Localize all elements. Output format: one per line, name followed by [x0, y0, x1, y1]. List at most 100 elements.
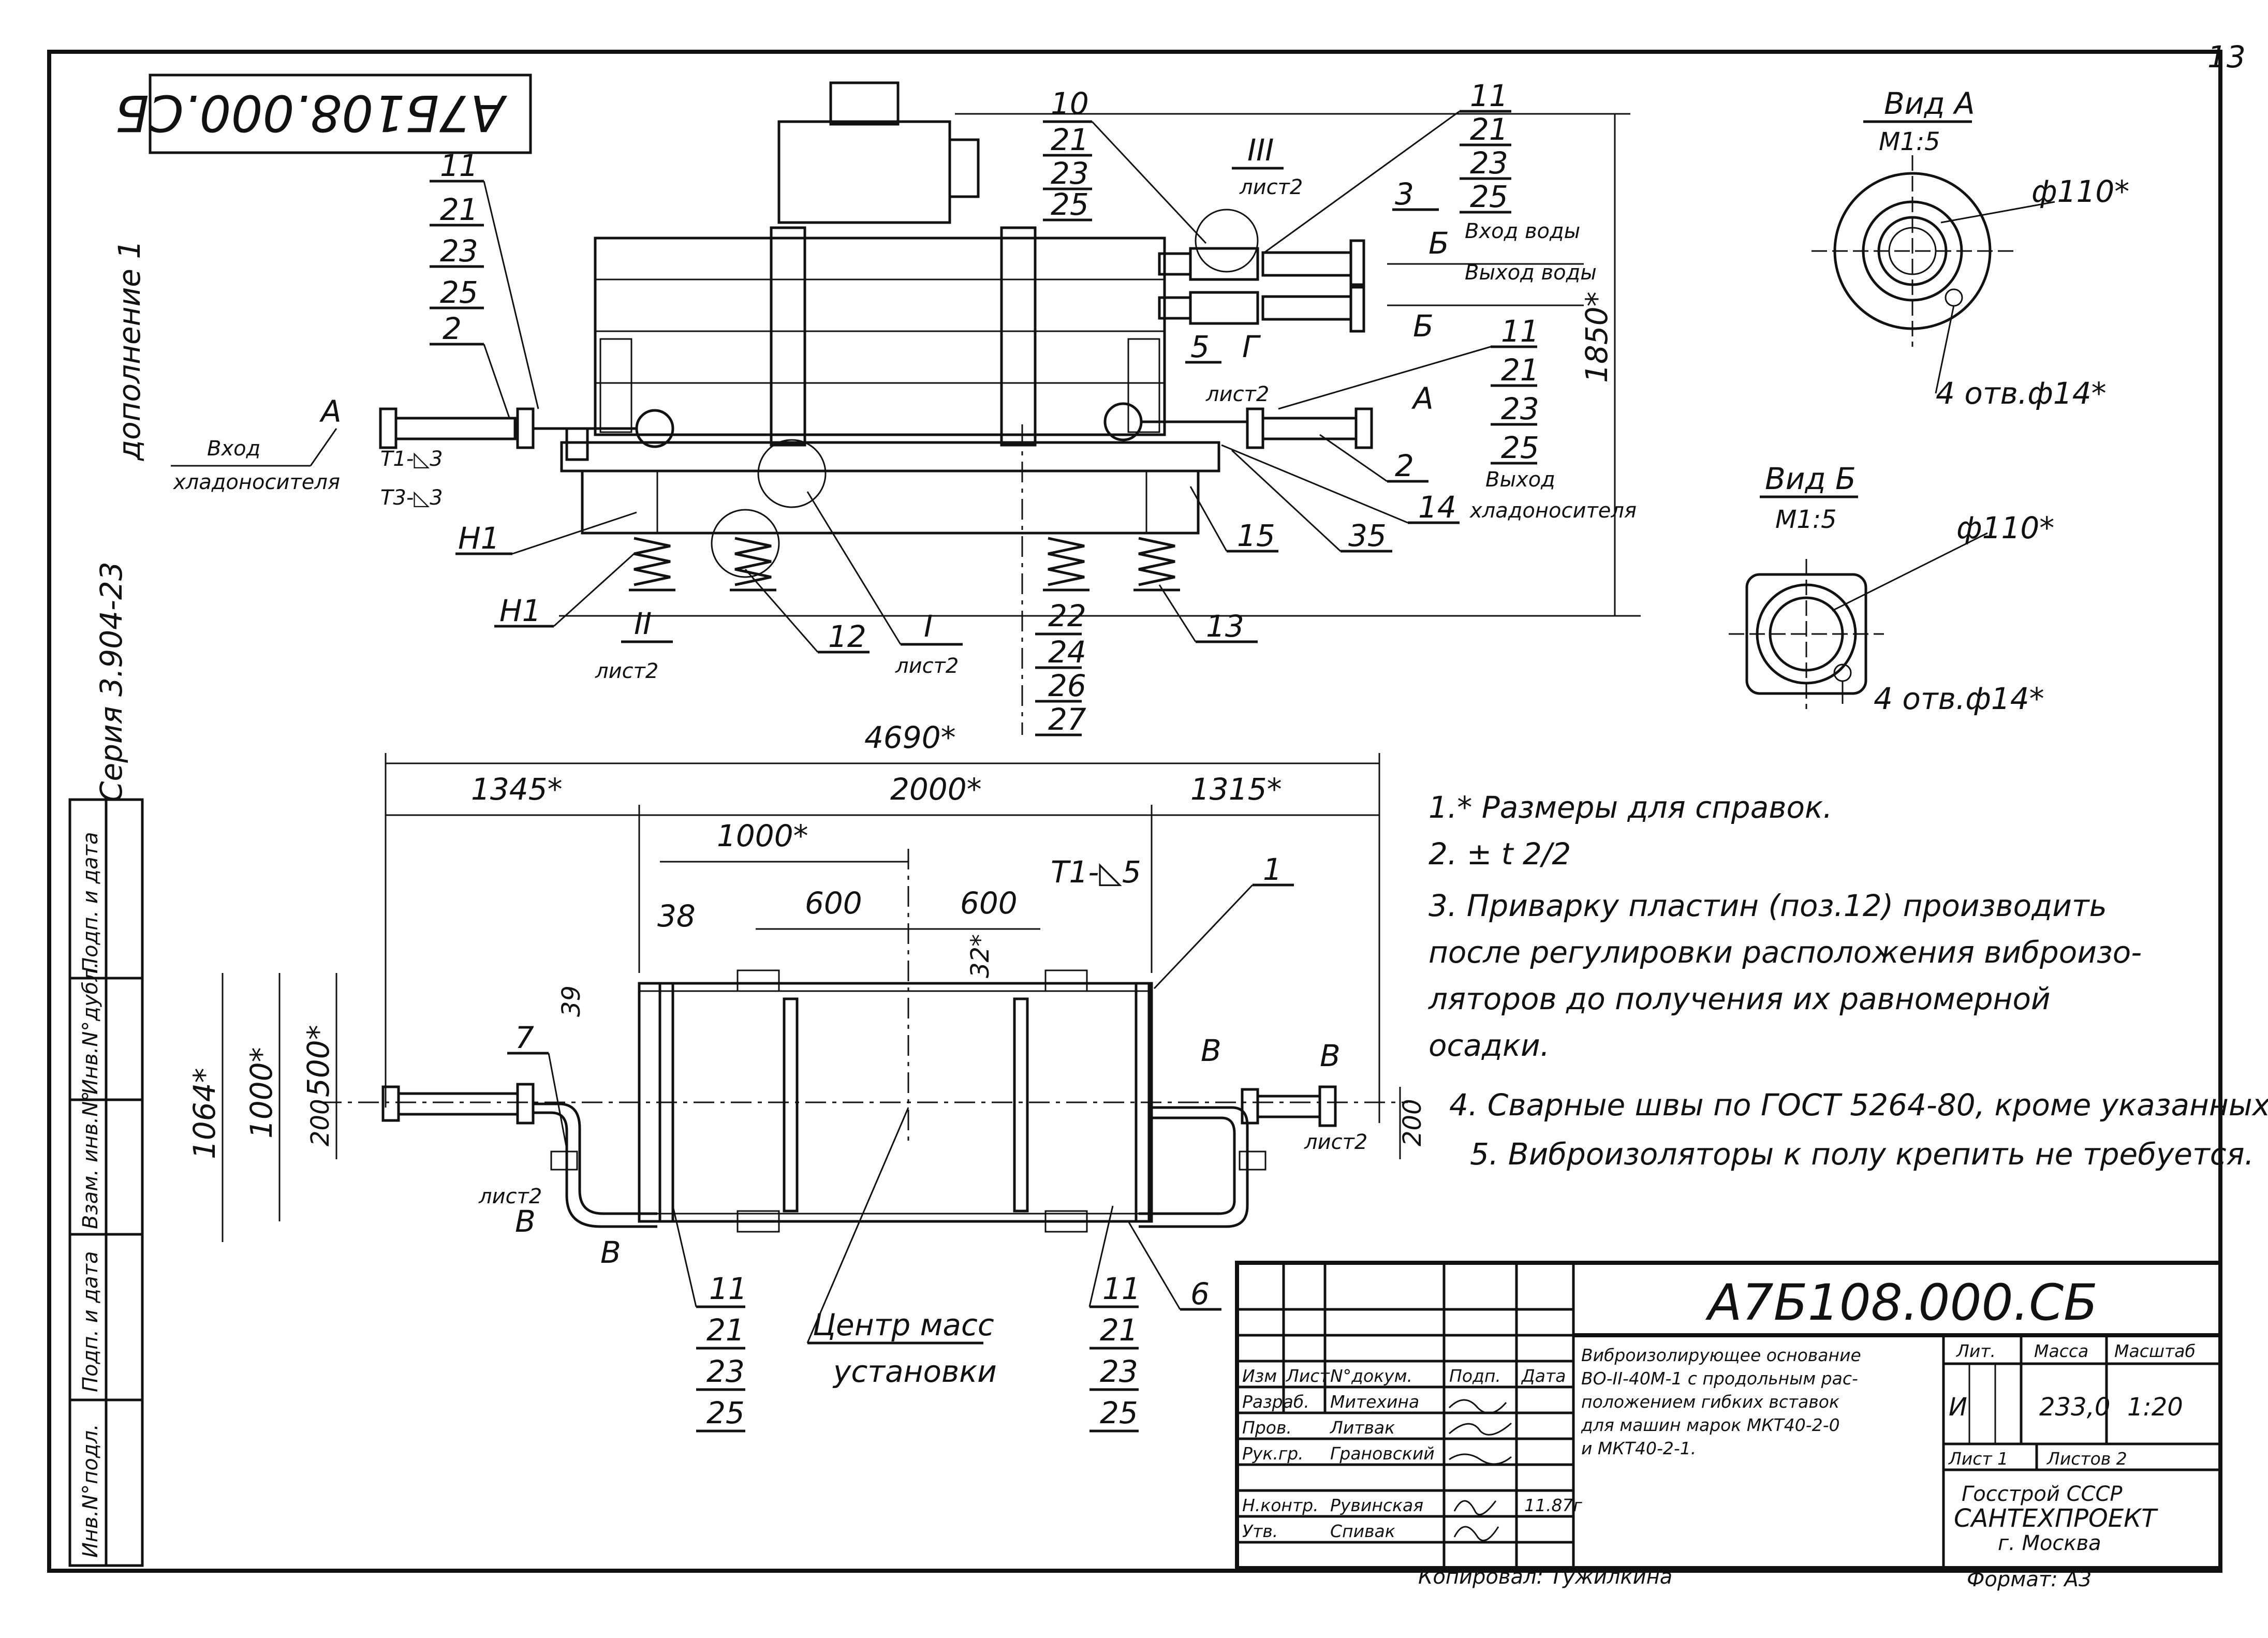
svg-text:21: 21	[1501, 352, 1539, 388]
svg-text:22: 22	[1048, 598, 1086, 633]
svg-text:39: 39	[557, 985, 586, 1017]
svg-text:Разраб.: Разраб.	[1242, 1392, 1309, 1412]
svg-text:1345*: 1345*	[471, 772, 563, 807]
svg-text:21: 21	[1100, 1312, 1138, 1348]
svg-text:хладоносителя: хладоносителя	[172, 470, 340, 494]
title-code: А7Б108.000.СБ	[1705, 1274, 2098, 1332]
copied-by: Копировал: Тужилкина	[1418, 1565, 1672, 1589]
svg-text:21: 21	[706, 1312, 745, 1348]
series-label: Серия 3.904-23	[94, 562, 129, 802]
svg-text:24: 24	[1048, 634, 1086, 670]
svg-text:4 отв.ф14*: 4 отв.ф14*	[1936, 376, 2107, 411]
svg-text:1000*: 1000*	[717, 818, 808, 853]
svg-text:1: 1	[1263, 852, 1282, 887]
plan-stack-right: 11 21 23 25	[1088, 1205, 1141, 1433]
stamp-sign-1: Подп. и дата	[79, 1251, 102, 1392]
svg-text:И: И	[1949, 1393, 1967, 1422]
svg-text:25: 25	[1051, 187, 1089, 222]
svg-text:25: 25	[440, 275, 478, 310]
svg-text:хладоносителя: хладоносителя	[1469, 499, 1637, 523]
svg-text:11: 11	[1102, 1271, 1141, 1306]
svg-text:600: 600	[960, 886, 1018, 921]
svg-text:Выход воды: Выход воды	[1465, 261, 1597, 285]
stamp-sign-2: Подп. и дата	[79, 832, 102, 973]
svg-text:Центр масс: Центр масс	[813, 1307, 994, 1342]
title-block: Изм Лист N°докум. Подп. Дата Разраб. Мит…	[1235, 1261, 2222, 1591]
note-3d: осадки.	[1428, 1028, 1550, 1063]
svg-text:13: 13	[1206, 609, 1244, 644]
svg-text:М1:5: М1:5	[1775, 505, 1837, 534]
svg-text:21: 21	[1051, 122, 1089, 157]
svg-text:23: 23	[1051, 156, 1089, 191]
svg-text:5: 5	[1190, 329, 1210, 364]
svg-text:21: 21	[440, 192, 478, 227]
svg-text:лист2: лист2	[1304, 1130, 1367, 1154]
svg-text:11: 11	[709, 1271, 747, 1306]
svg-text:лист2: лист2	[895, 654, 959, 678]
stack-top-right: 11 21 23 25	[1262, 78, 1511, 255]
svg-text:14: 14	[1418, 490, 1456, 525]
plan-stack-left: 11 21 23 25	[672, 1205, 747, 1433]
svg-text:Вход воды: Вход воды	[1465, 219, 1580, 243]
svg-text:Спивак: Спивак	[1330, 1521, 1395, 1541]
svg-text:25: 25	[1470, 179, 1508, 214]
svg-text:1064*: 1064*	[187, 1068, 222, 1159]
stack-right: 11 21 23 25	[1278, 314, 1539, 465]
note-3a: 3. Приварку пластин (поз.12) производить	[1428, 888, 2107, 923]
svg-text:25: 25	[1100, 1395, 1138, 1430]
svg-text:М1:5: М1:5	[1879, 127, 1940, 156]
svg-text:лист2: лист2	[1239, 175, 1303, 199]
rotated-code: А7Б108.000.СБ	[115, 84, 508, 142]
svg-text:4690*: 4690*	[864, 720, 956, 755]
svg-text:Рувинская: Рувинская	[1330, 1495, 1423, 1515]
svg-text:25: 25	[706, 1395, 745, 1430]
svg-text:Пров.: Пров.	[1242, 1418, 1292, 1438]
svg-text:25: 25	[1501, 430, 1539, 465]
svg-text:и МКТ40-2-1.: и МКТ40-2-1.	[1581, 1438, 1696, 1458]
stamp-dup: Инв.N°дубл.	[79, 962, 102, 1095]
note-3b: после регулировки расположения виброизо-	[1428, 935, 2142, 970]
stack-bottom: 22 24 26 27	[1035, 598, 1086, 737]
note-4: 4. Сварные швы по ГОСТ 5264-80, кроме ук…	[1449, 1087, 2268, 1123]
svg-text:Вид А: Вид А	[1884, 86, 1975, 121]
svg-text:26: 26	[1048, 668, 1086, 703]
note-1: 1.* Размеры для справок.	[1428, 790, 1832, 825]
svg-text:200: 200	[306, 1099, 335, 1146]
svg-text:Листов 2: Листов 2	[2046, 1449, 2127, 1469]
front-view: 1850* 11 21 23 25 2 10 21 23 25	[171, 78, 1641, 737]
svg-text:23: 23	[1100, 1354, 1138, 1389]
svg-text:6: 6	[1190, 1276, 1210, 1311]
svg-text:Подп.: Подп.	[1449, 1366, 1501, 1386]
svg-text:Б: Б	[1428, 226, 1449, 261]
svg-text:Лист: Лист	[1286, 1366, 1330, 1386]
svg-text:Лист 1: Лист 1	[1948, 1449, 2008, 1469]
svg-text:III: III	[1247, 132, 1274, 168]
svg-text:38: 38	[657, 898, 696, 934]
svg-text:Н1: Н1	[499, 593, 541, 628]
svg-text:Лит.: Лит.	[1956, 1341, 1996, 1361]
svg-text:11.87г: 11.87г	[1524, 1495, 1582, 1515]
svg-text:500*: 500*	[301, 1025, 336, 1097]
svg-text:Изм: Изм	[1242, 1366, 1277, 1386]
svg-text:11: 11	[1501, 314, 1539, 349]
svg-text:15: 15	[1237, 518, 1275, 553]
height-dimension: 1850*	[1579, 291, 1614, 383]
rotated-code-box	[149, 73, 532, 154]
svg-text:Выход: Выход	[1485, 468, 1555, 492]
svg-text:В: В	[1201, 1033, 1221, 1068]
svg-text:Вид Б: Вид Б	[1765, 461, 1856, 496]
svg-text:7: 7	[515, 1020, 534, 1055]
svg-text:11: 11	[1470, 78, 1508, 113]
svg-text:1000*: 1000*	[244, 1047, 279, 1139]
svg-text:27: 27	[1048, 702, 1086, 737]
svg-text:I: I	[924, 609, 933, 644]
svg-text:А: А	[319, 394, 342, 429]
svg-text:Грановский: Грановский	[1330, 1443, 1435, 1464]
svg-text:23: 23	[706, 1354, 745, 1389]
svg-text:установки: установки	[832, 1354, 997, 1389]
svg-text:4 отв.ф14*: 4 отв.ф14*	[1874, 681, 2044, 716]
svg-text:ВО-II-40М-1 с продольным рас-: ВО-II-40М-1 с продольным рас-	[1581, 1368, 1858, 1389]
note-2: 2. ± t 2/2	[1428, 836, 1571, 872]
svg-text:N°докум.: N°докум.	[1330, 1366, 1412, 1386]
